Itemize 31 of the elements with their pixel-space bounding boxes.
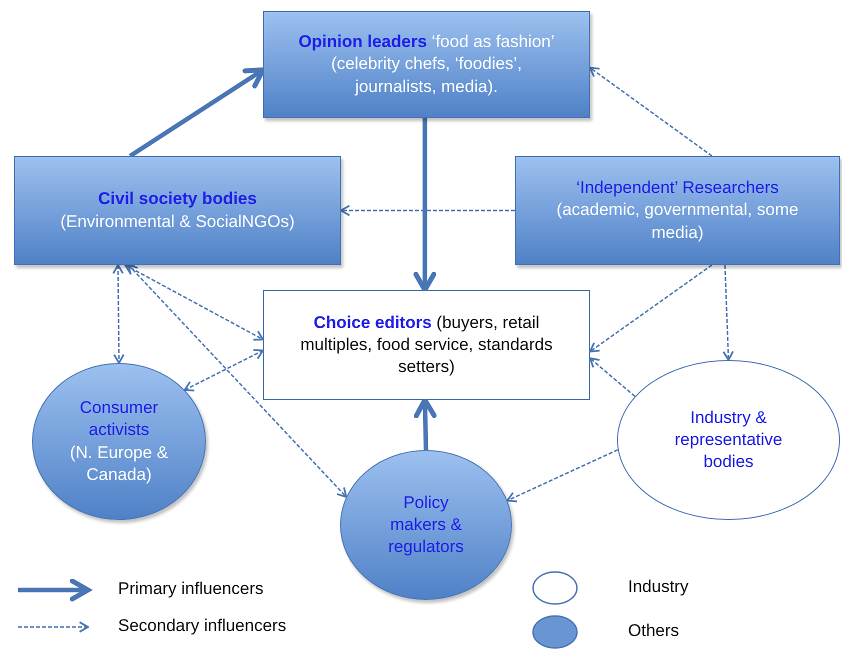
node-text: ‘Independent’ Researchers: [576, 177, 779, 200]
node-text: Industry & representative bodies: [674, 406, 784, 474]
arrow: [589, 264, 712, 352]
node-text: (academic, governmental, some media): [556, 199, 800, 244]
node-text: Choice editors (buyers, retail multiples, food service, standards setters): [299, 312, 554, 378]
node-text: (Environmental & SocialNGOs): [60, 210, 295, 232]
arrow: [128, 67, 266, 158]
arrow: [112, 264, 125, 364]
arrow: [506, 449, 618, 502]
arrow: [722, 264, 734, 361]
arrow: [340, 204, 515, 216]
process-box: [14, 156, 341, 265]
node-text: (N. Europe & Canada): [68, 442, 170, 486]
process-box: [263, 11, 590, 118]
legend-text: Others: [628, 621, 680, 641]
node-text: Consumer activists: [78, 397, 160, 442]
node-text: Civil society bodies: [98, 188, 257, 210]
process-box: [263, 290, 590, 400]
arrow: [184, 349, 264, 392]
legend-text: Industry: [628, 577, 688, 597]
process-box: [515, 156, 840, 265]
arrow: [414, 398, 437, 450]
node-text: Policy makers & regulators: [387, 492, 465, 558]
arrow: [589, 66, 712, 157]
arrow: [128, 264, 348, 498]
arrow: [589, 357, 636, 397]
node-text: Opinion leaders ‘food as fashion’ (celebrity chefs, ‘foodies’, journalists, media).: [297, 31, 556, 98]
arrow: [413, 118, 436, 292]
legend-text: Secondary influencers: [118, 616, 286, 636]
legend-text: Primary influencers: [118, 579, 264, 599]
arrow: [124, 264, 264, 341]
